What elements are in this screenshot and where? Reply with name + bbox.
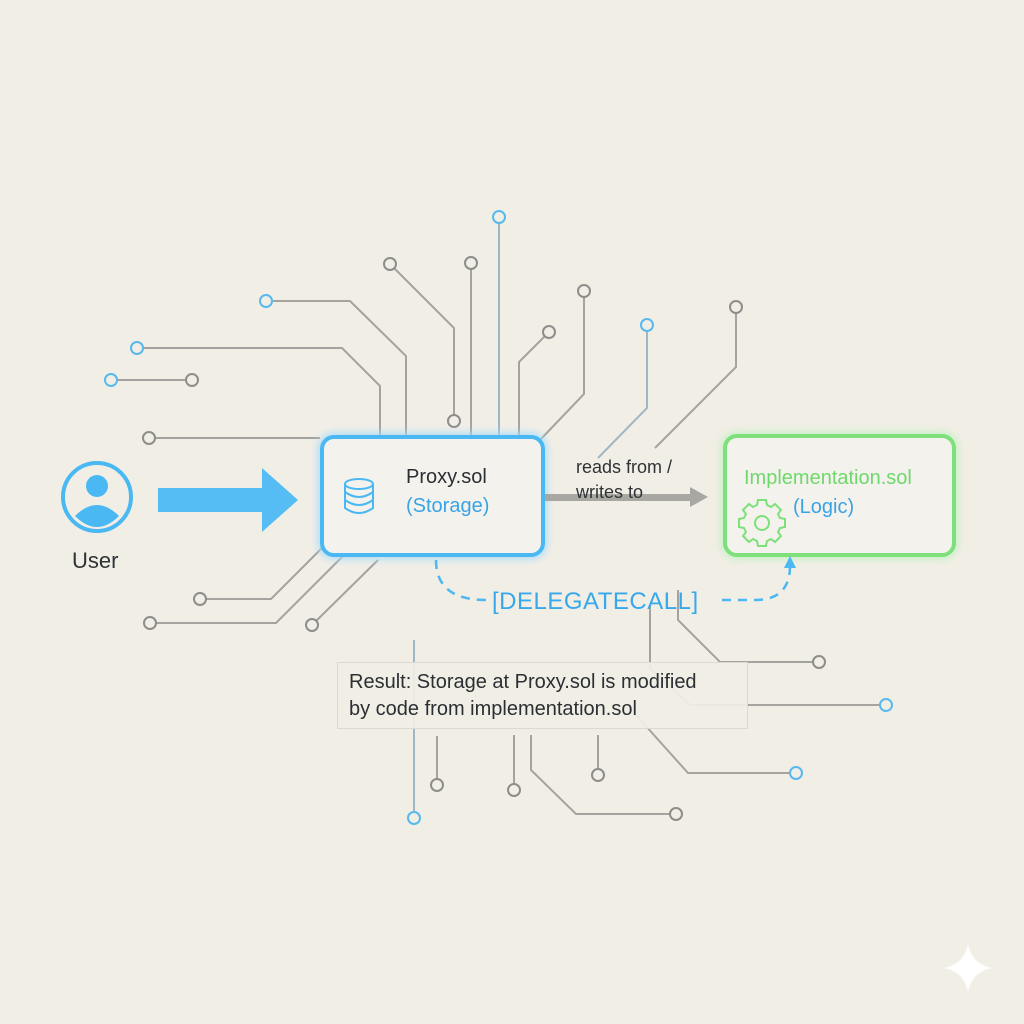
result-text-line2: by code from implementation.sol [349,698,637,720]
implementation-node[interactable] [721,432,958,559]
proxy-to-implementation-arrow [545,487,708,507]
proxy-node[interactable] [318,433,547,559]
proxy-title: Proxy.sol [406,466,487,488]
delegatecall-arrowhead [784,556,796,568]
result-text-line1: Result: Storage at Proxy.sol is modified [349,671,697,693]
edge-label-line1: reads from / [576,457,673,477]
user-to-proxy-arrow [158,468,298,532]
sparkle-icon [944,944,992,992]
delegatecall-connector [434,559,792,602]
delegatecall-label: [DELEGATECALL] [492,588,699,615]
implementation-title: Implementation.sol [744,467,912,489]
proxy-subtitle: (Storage) [406,495,490,517]
implementation-subtitle: (Logic) [793,496,855,518]
database-icon [344,478,374,514]
result-box [337,662,748,729]
circuit-nodes [104,210,893,825]
user-avatar-icon [61,461,133,533]
edge-label-line2: writes to [576,482,644,502]
gear-icon [738,499,786,547]
circuit-traces [111,217,886,818]
user-label: User [72,548,119,573]
